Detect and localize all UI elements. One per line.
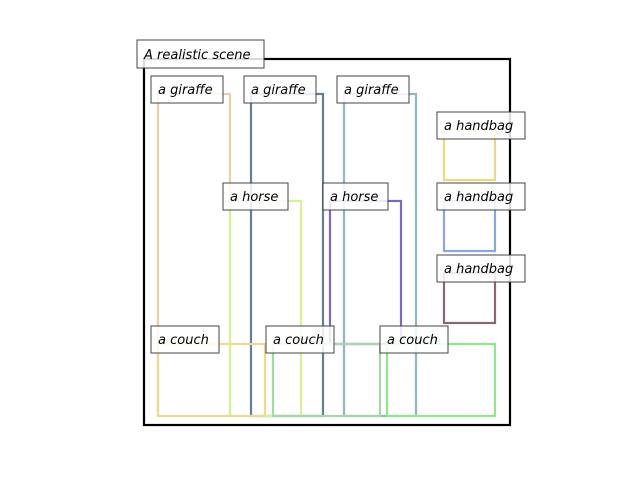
label-giraffe-3: a giraffe bbox=[336, 75, 410, 104]
bbox-horse-2 bbox=[328, 199, 403, 346]
box-labels: a giraffe a giraffe a giraffe a handbag a ho… bbox=[150, 75, 526, 354]
label-box-handbag-2 bbox=[436, 182, 526, 211]
label-handbag-2: a handbag bbox=[436, 182, 526, 211]
scene-frame bbox=[142, 57, 512, 427]
label-horse-1: a horse bbox=[222, 182, 289, 211]
label-couch-2: a couch bbox=[265, 325, 335, 354]
label-horse-2: a horse bbox=[322, 182, 389, 211]
label-text-giraffe-2: a giraffe bbox=[251, 83, 306, 98]
label-couch-3: a couch bbox=[379, 325, 449, 354]
label-giraffe-2: a giraffe bbox=[243, 75, 317, 104]
label-text-couch-1: a couch bbox=[158, 333, 209, 348]
label-box-giraffe-3 bbox=[336, 75, 410, 104]
scene-caption-box bbox=[136, 39, 265, 69]
label-handbag-1: a handbag bbox=[436, 111, 526, 140]
label-text-couch-2: a couch bbox=[273, 333, 324, 348]
label-text-handbag-1: a handbag bbox=[444, 119, 513, 134]
bbox-couch-1 bbox=[156, 342, 267, 418]
scene-caption-text: A realistic scene bbox=[143, 48, 250, 63]
label-text-handbag-3: a handbag bbox=[444, 262, 513, 277]
label-couch-1: a couch bbox=[150, 325, 220, 354]
label-box-handbag-1 bbox=[436, 111, 526, 140]
bbox-giraffe-1 bbox=[156, 92, 232, 418]
label-box-horse-1 bbox=[222, 182, 289, 211]
label-giraffe-1: a giraffe bbox=[150, 75, 224, 104]
label-text-couch-3: a couch bbox=[387, 333, 438, 348]
label-box-horse-2 bbox=[322, 182, 389, 211]
bbox-couch-2 bbox=[271, 342, 382, 418]
label-box-couch-3 bbox=[379, 325, 449, 354]
label-text-handbag-2: a handbag bbox=[444, 190, 513, 205]
label-box-handbag-3 bbox=[436, 254, 526, 283]
label-box-giraffe-1 bbox=[150, 75, 224, 104]
scene-caption: A realistic scene bbox=[136, 39, 265, 69]
label-text-giraffe-1: a giraffe bbox=[158, 83, 213, 98]
label-text-horse-1: a horse bbox=[230, 190, 278, 205]
label-box-giraffe-2 bbox=[243, 75, 317, 104]
bbox-giraffe-2 bbox=[249, 92, 325, 418]
bbox-couch-3 bbox=[385, 342, 497, 418]
label-box-couch-1 bbox=[150, 325, 220, 354]
label-text-giraffe-3: a giraffe bbox=[344, 83, 399, 98]
label-handbag-3: a handbag bbox=[436, 254, 526, 283]
label-text-horse-2: a horse bbox=[330, 190, 378, 205]
label-box-couch-2 bbox=[265, 325, 335, 354]
